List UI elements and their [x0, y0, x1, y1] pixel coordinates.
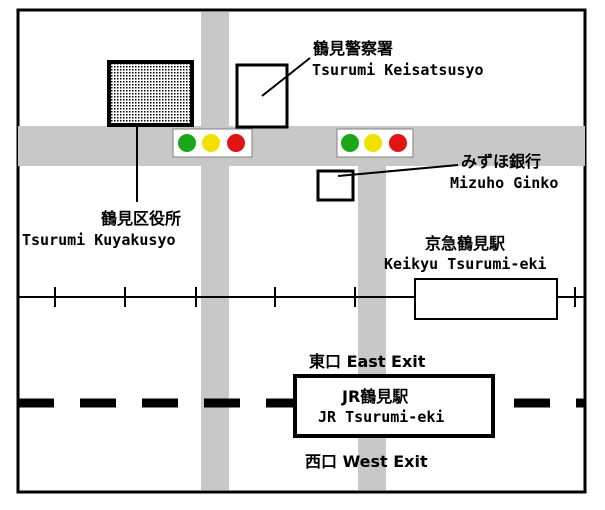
railway-ticks — [54, 287, 576, 307]
keikyu-station-box — [414, 278, 558, 320]
jr-station-box — [293, 374, 495, 438]
road-vertical-right — [358, 166, 386, 490]
traffic-signal-icon — [172, 128, 253, 158]
bank-leader-line — [337, 164, 459, 177]
west-exit-label: 西口 West Exit — [305, 452, 428, 471]
keikyu-station-label-jp: 京急鶴見駅 — [425, 234, 506, 253]
ward-office-label-en: Tsurumi Kuyakusyo — [22, 231, 176, 249]
mizuho-bank-label-jp: みずほ銀行 — [461, 152, 542, 171]
ward-office-building — [107, 60, 194, 127]
jr-station-label-jp: JR鶴見駅 — [342, 387, 409, 406]
police-leader-line — [261, 57, 311, 97]
mizuho-bank-label-en: Mizuho Ginko — [450, 174, 559, 192]
police-station-label-jp: 鶴見警察署 — [313, 39, 394, 58]
ward-office-label-jp: 鶴見区役所 — [101, 209, 182, 228]
keikyu-station-label-en: Keikyu Tsurumi-eki — [384, 255, 547, 273]
mizuho-bank-building — [316, 169, 355, 202]
main-road-horizontal — [18, 126, 585, 166]
east-exit-label: 東口 East Exit — [309, 352, 426, 371]
police-station-label-en: Tsurumi Keisatsusyo — [312, 61, 484, 79]
jr-station-label-en: JR Tsurumi-eki — [318, 408, 445, 426]
traffic-signal-icon — [336, 128, 414, 158]
road-vertical-left — [201, 12, 229, 490]
